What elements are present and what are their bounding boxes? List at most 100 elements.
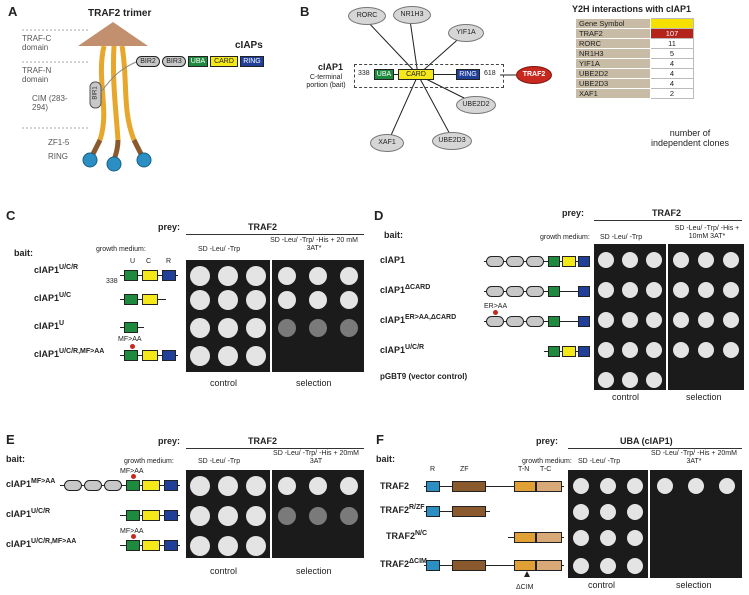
c-u-label: U xyxy=(130,258,136,265)
c-row3-label: cIAP1U xyxy=(34,320,65,331)
c-selection-spot xyxy=(309,291,327,309)
traf-c-label: TRAF-C domain xyxy=(22,34,52,52)
d-bait: bait: xyxy=(384,230,403,240)
bait-title: cIAP1 xyxy=(318,62,344,72)
panel-b-label: B xyxy=(300,4,310,19)
f-row4-label: TRAF2ΔCIM xyxy=(380,558,427,569)
ring-label: RING xyxy=(48,152,68,161)
table-caption: number of independent clones xyxy=(650,128,730,148)
bir2-domain: BIR2 xyxy=(136,56,160,67)
bait-box xyxy=(354,64,504,88)
panel-d-label: D xyxy=(374,208,384,223)
d-row4-label: cIAP1U/C/R xyxy=(380,344,425,355)
c-col2: SD -Leu/ -Trp/ -His + 20 mM 3AT* xyxy=(270,237,358,252)
f-control-spot xyxy=(626,558,643,574)
node-yif1a: YIF1A xyxy=(448,24,484,42)
c-prey-name: TRAF2 xyxy=(248,222,277,232)
f-prey-name: UBA (cIAP1) xyxy=(620,436,673,446)
e-control-spot xyxy=(218,506,238,526)
f-selection-spot xyxy=(688,478,704,494)
c-mut: MF>AA xyxy=(118,336,142,343)
bait-subtitle: C-terminal portion (bait) xyxy=(306,74,346,89)
f-growth: growth medium: xyxy=(522,458,572,465)
d-row5-label: pGBT9 (vector control) xyxy=(380,372,468,381)
e-row2-label: cIAP1U/C/R xyxy=(6,508,51,519)
c-control-spot xyxy=(218,290,238,310)
f-selection-spot xyxy=(688,504,704,520)
d-control-spot xyxy=(622,372,638,388)
gene-symbol-header: Gene Symbol xyxy=(575,18,651,29)
f-control-spot xyxy=(573,504,590,520)
f-selection-spot xyxy=(688,558,704,574)
d-prey: prey: xyxy=(562,208,585,218)
e-control-spot xyxy=(190,536,210,556)
d-control-spot xyxy=(646,252,662,268)
node-nr1h3: NR1H3 xyxy=(393,6,431,24)
d-selection-spot xyxy=(723,252,740,268)
e-control-spot xyxy=(246,506,266,526)
e-selection-spot xyxy=(339,507,358,525)
e-selection-spot xyxy=(340,537,358,555)
bait-start: 338 xyxy=(358,70,370,77)
bait-end: 618 xyxy=(484,70,496,77)
bait-card: CARD xyxy=(398,69,434,80)
c-r-label: R xyxy=(166,258,172,265)
c-prey: prey: xyxy=(158,222,181,232)
c-selection-spot xyxy=(309,319,327,337)
e-mut-2: MF>AA xyxy=(120,528,144,535)
c-control-spot xyxy=(190,346,210,366)
panel-c-label: C xyxy=(6,208,16,223)
d-control-spot xyxy=(646,312,662,328)
c-start: 338 xyxy=(106,278,118,285)
e-row3-label: cIAP1U/C/R,MF>AA xyxy=(6,538,77,549)
e-control-spot xyxy=(246,476,266,496)
e-prey: prey: xyxy=(158,436,181,446)
f-col2: SD -Leu/ -Trp/ -His + 20mM 3AT* xyxy=(651,450,737,465)
bir1-label: BIR1 xyxy=(92,86,99,100)
d-growth: growth medium: xyxy=(540,234,590,241)
traf-c-mushroom xyxy=(78,22,148,46)
d-selection-spot xyxy=(698,282,714,298)
d-selection-spot xyxy=(672,312,689,328)
f-tc-label: T-C xyxy=(540,466,552,473)
d-prey-name: TRAF2 xyxy=(652,208,681,218)
d-selection-spot xyxy=(698,252,714,268)
card-domain: CARD xyxy=(210,56,238,67)
e-col1: SD -Leu/ -Trp xyxy=(198,458,241,465)
f-row2-label: TRAF2R/ZF xyxy=(380,504,425,515)
c-control-spot xyxy=(218,266,238,286)
e-control-spot xyxy=(246,536,266,556)
c-prey-underline xyxy=(186,234,364,235)
d-selection-spot xyxy=(723,342,740,358)
table-header: Gene Symbol xyxy=(575,18,694,29)
zf-label: ZF1-5 xyxy=(48,138,70,147)
c-control-spot xyxy=(190,318,210,338)
panel-f-label: F xyxy=(376,432,384,447)
node-xaf1: XAF1 xyxy=(370,134,404,152)
e-control-spot xyxy=(190,476,210,496)
d-control-spot xyxy=(646,282,662,298)
f-col1: SD -Leu/ -Trp xyxy=(578,458,621,465)
traf2-trimer-title: TRAF2 trimer xyxy=(88,8,152,19)
e-growth: growth medium: xyxy=(124,458,174,465)
d-control-spot xyxy=(646,372,662,388)
bait-uba: UBA xyxy=(374,69,394,80)
d-row2-label: cIAP1ΔCARD xyxy=(380,284,431,295)
c-control-spot xyxy=(246,318,266,338)
panel-a-label: A xyxy=(8,4,18,19)
d-selection-spot xyxy=(698,342,714,358)
c-selection-label: selection xyxy=(296,378,332,388)
d-control-spot xyxy=(598,282,614,298)
ring-domain-1 xyxy=(82,152,98,168)
node-ube2d2: UBE2D2 xyxy=(456,96,496,114)
c-bait: bait: xyxy=(14,248,33,258)
d-selection-spot xyxy=(698,372,714,388)
f-control-spot xyxy=(600,504,616,520)
d-selection-spot xyxy=(672,252,689,268)
bait-linker-2 xyxy=(434,74,456,75)
c-control-spot xyxy=(218,318,238,338)
f-control-spot xyxy=(626,478,643,494)
